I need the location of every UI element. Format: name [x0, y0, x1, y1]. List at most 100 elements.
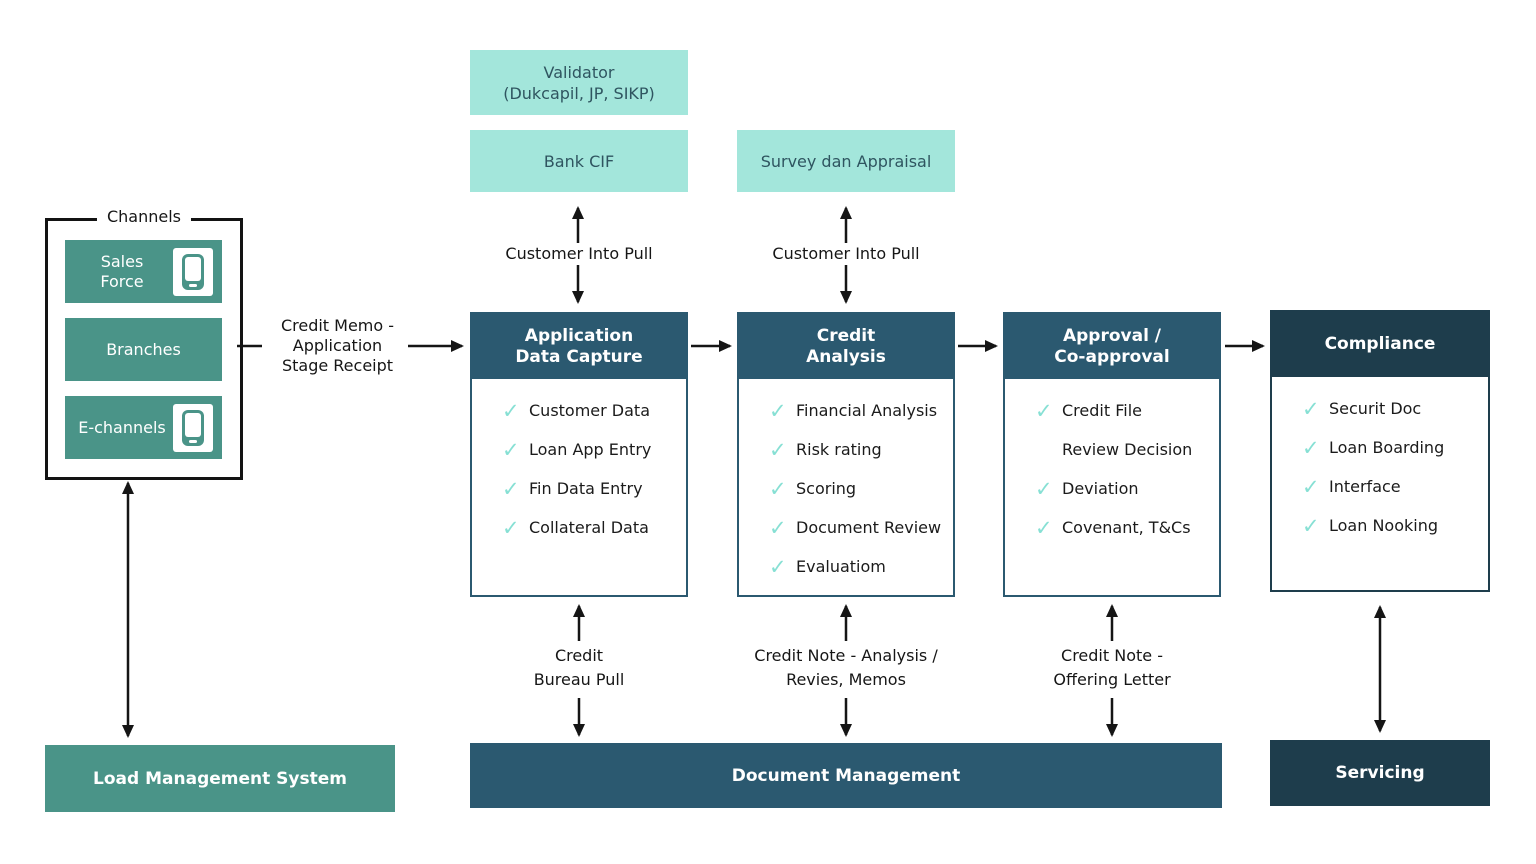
label-text: Credit Memo - [280, 316, 395, 335]
check-icon: ✓ [769, 555, 787, 579]
channel-sales-force-label: Sales Force [100, 251, 144, 291]
checklist-item-label: Collateral Data [529, 518, 649, 537]
label-credit-bureau-pull: Credit Bureau Pull [494, 644, 664, 692]
label-text: Credit Note - Analysis / [754, 646, 938, 665]
checklist-item-label: Financial Analysis [796, 401, 938, 420]
check-icon: ✓ [1302, 397, 1320, 421]
label-text: Revies, Memos [786, 670, 906, 689]
checklist-item-label: Document Review [796, 518, 942, 537]
validator-box: Validator (Dukcapil, JP, SIKP) [470, 50, 688, 115]
channel-branches-label: Branches [106, 339, 181, 359]
checklist-item-label: Risk rating [796, 440, 882, 459]
column-title: Data Capture [515, 346, 643, 367]
column-checklist: ✓ Credit File ✓ Review Decision ✓ Deviat… [1005, 379, 1219, 540]
check-icon: ✓ [1302, 436, 1320, 460]
checklist-item: ✓ Interface [1302, 475, 1488, 499]
check-icon: ✓ [769, 438, 787, 462]
checklist-item-label: Scoring [796, 479, 857, 498]
label-credit-note-offering: Credit Note - Offering Letter [1017, 644, 1207, 692]
survey-appraisal-label: Survey dan Appraisal [760, 151, 932, 171]
label-text: Offering Letter [1053, 670, 1171, 689]
check-icon: ✓ [502, 477, 520, 501]
check-icon: ✓ [502, 438, 520, 462]
column-header: Credit Analysis [739, 314, 953, 379]
servicing-bar: Servicing [1270, 740, 1490, 806]
channel-e-channels-label: E-channels [78, 417, 166, 437]
channels-group: Channels Sales Force Branches E-channels [45, 207, 243, 480]
column-title: Co-approval [1054, 346, 1170, 367]
survey-appraisal-box: Survey dan Appraisal [737, 130, 955, 192]
phone-icon [173, 403, 213, 452]
label-credit-memo: Credit Memo - Application Stage Receipt [250, 316, 425, 376]
column-approval-co-approval: Approval / Co-approval ✓ Credit File ✓ R… [1003, 312, 1221, 597]
checklist-item: ✓ Covenant, T&Cs [1035, 516, 1219, 540]
column-title: Approval / [1062, 325, 1162, 346]
column-credit-analysis: Credit Analysis ✓ Financial Analysis ✓ R… [737, 312, 955, 597]
document-management-label: Document Management [731, 765, 961, 786]
check-icon: ✓ [1035, 399, 1053, 423]
check-icon: ✓ [769, 477, 787, 501]
column-checklist: ✓ Securit Doc ✓ Loan Boarding ✓ Interfac… [1272, 377, 1488, 538]
column-application-data-capture: Application Data Capture ✓ Customer Data… [470, 312, 688, 597]
check-icon: ✓ [502, 516, 520, 540]
checklist-item-label: Loan Boarding [1329, 438, 1445, 457]
checklist-item: ✓ Loan Boarding [1302, 436, 1488, 460]
checklist-item: ✓ Scoring [769, 477, 953, 501]
column-header: Approval / Co-approval [1005, 314, 1219, 379]
column-header: Application Data Capture [472, 314, 686, 379]
checklist-item: ✓ Document Review [769, 516, 953, 540]
label-text: Stage Receipt [281, 356, 394, 375]
bank-cif-box: Bank CIF [470, 130, 688, 192]
checklist-item-label: Deviation [1062, 479, 1139, 498]
check-icon: ✓ [502, 399, 520, 423]
load-management-system-label: Load Management System [93, 768, 347, 789]
label-text: Credit [554, 646, 604, 665]
checklist-item: ✓ Evaluatiom [769, 555, 953, 579]
channels-group-title: Channels [96, 207, 192, 226]
validator-label-line2: (Dukcapil, JP, SIKP) [503, 83, 655, 103]
label-customer-into-pull-right: Customer Into Pull [737, 243, 955, 264]
checklist-item-label: Covenant, T&Cs [1062, 518, 1191, 537]
channel-sales-force: Sales Force [65, 240, 222, 303]
column-title: Analysis [806, 346, 886, 367]
checklist-item-label: Evaluatiom [796, 557, 886, 576]
checklist-item: ✓ Securit Doc [1302, 397, 1488, 421]
checklist-item-label: Customer Data [529, 401, 651, 420]
checklist-item: ✓ Risk rating [769, 438, 953, 462]
label-text: Customer Into Pull [772, 244, 920, 263]
checklist-item-label: Credit File [1062, 401, 1142, 420]
label-text: Credit Note - [1061, 646, 1163, 665]
checklist-item: ✓ Fin Data Entry [502, 477, 686, 501]
check-icon: ✓ [1302, 514, 1320, 538]
column-title: Application [524, 325, 634, 346]
check-icon: ✓ [1302, 475, 1320, 499]
validator-label-line1: Validator [543, 62, 615, 82]
checklist-item: ✓ Customer Data [502, 399, 686, 423]
channel-e-channels: E-channels [65, 396, 222, 459]
checklist-item-label: Review Decision [1062, 440, 1193, 459]
label-text: Application [292, 336, 383, 355]
check-icon: ✓ [1035, 477, 1053, 501]
checklist-item-label: Securit Doc [1329, 399, 1422, 418]
load-management-system-bar: Load Management System [45, 745, 395, 812]
label-text: Bureau Pull [533, 670, 625, 689]
checklist-item: ✓ Loan App Entry [502, 438, 686, 462]
checklist-item: ✓ Review Decision [1035, 438, 1219, 462]
column-header: Compliance [1272, 312, 1488, 377]
checklist-item: ✓ Credit File [1035, 399, 1219, 423]
check-icon: ✓ [1035, 516, 1053, 540]
checklist-item: ✓ Financial Analysis [769, 399, 953, 423]
checklist-item-label: Loan Nooking [1329, 516, 1439, 535]
phone-icon [173, 247, 213, 296]
document-management-bar: Document Management [470, 743, 1222, 808]
bank-cif-label: Bank CIF [543, 151, 615, 171]
checklist-item-label: Interface [1329, 477, 1401, 496]
column-checklist: ✓ Financial Analysis ✓ Risk rating ✓ Sco… [739, 379, 953, 579]
column-title: Compliance [1324, 334, 1436, 354]
check-icon: ✓ [769, 516, 787, 540]
label-text: Customer Into Pull [505, 244, 653, 263]
column-checklist: ✓ Customer Data ✓ Loan App Entry ✓ Fin D… [472, 379, 686, 540]
checklist-item: ✓ Deviation [1035, 477, 1219, 501]
label-credit-note-analysis: Credit Note - Analysis / Revies, Memos [731, 644, 961, 692]
